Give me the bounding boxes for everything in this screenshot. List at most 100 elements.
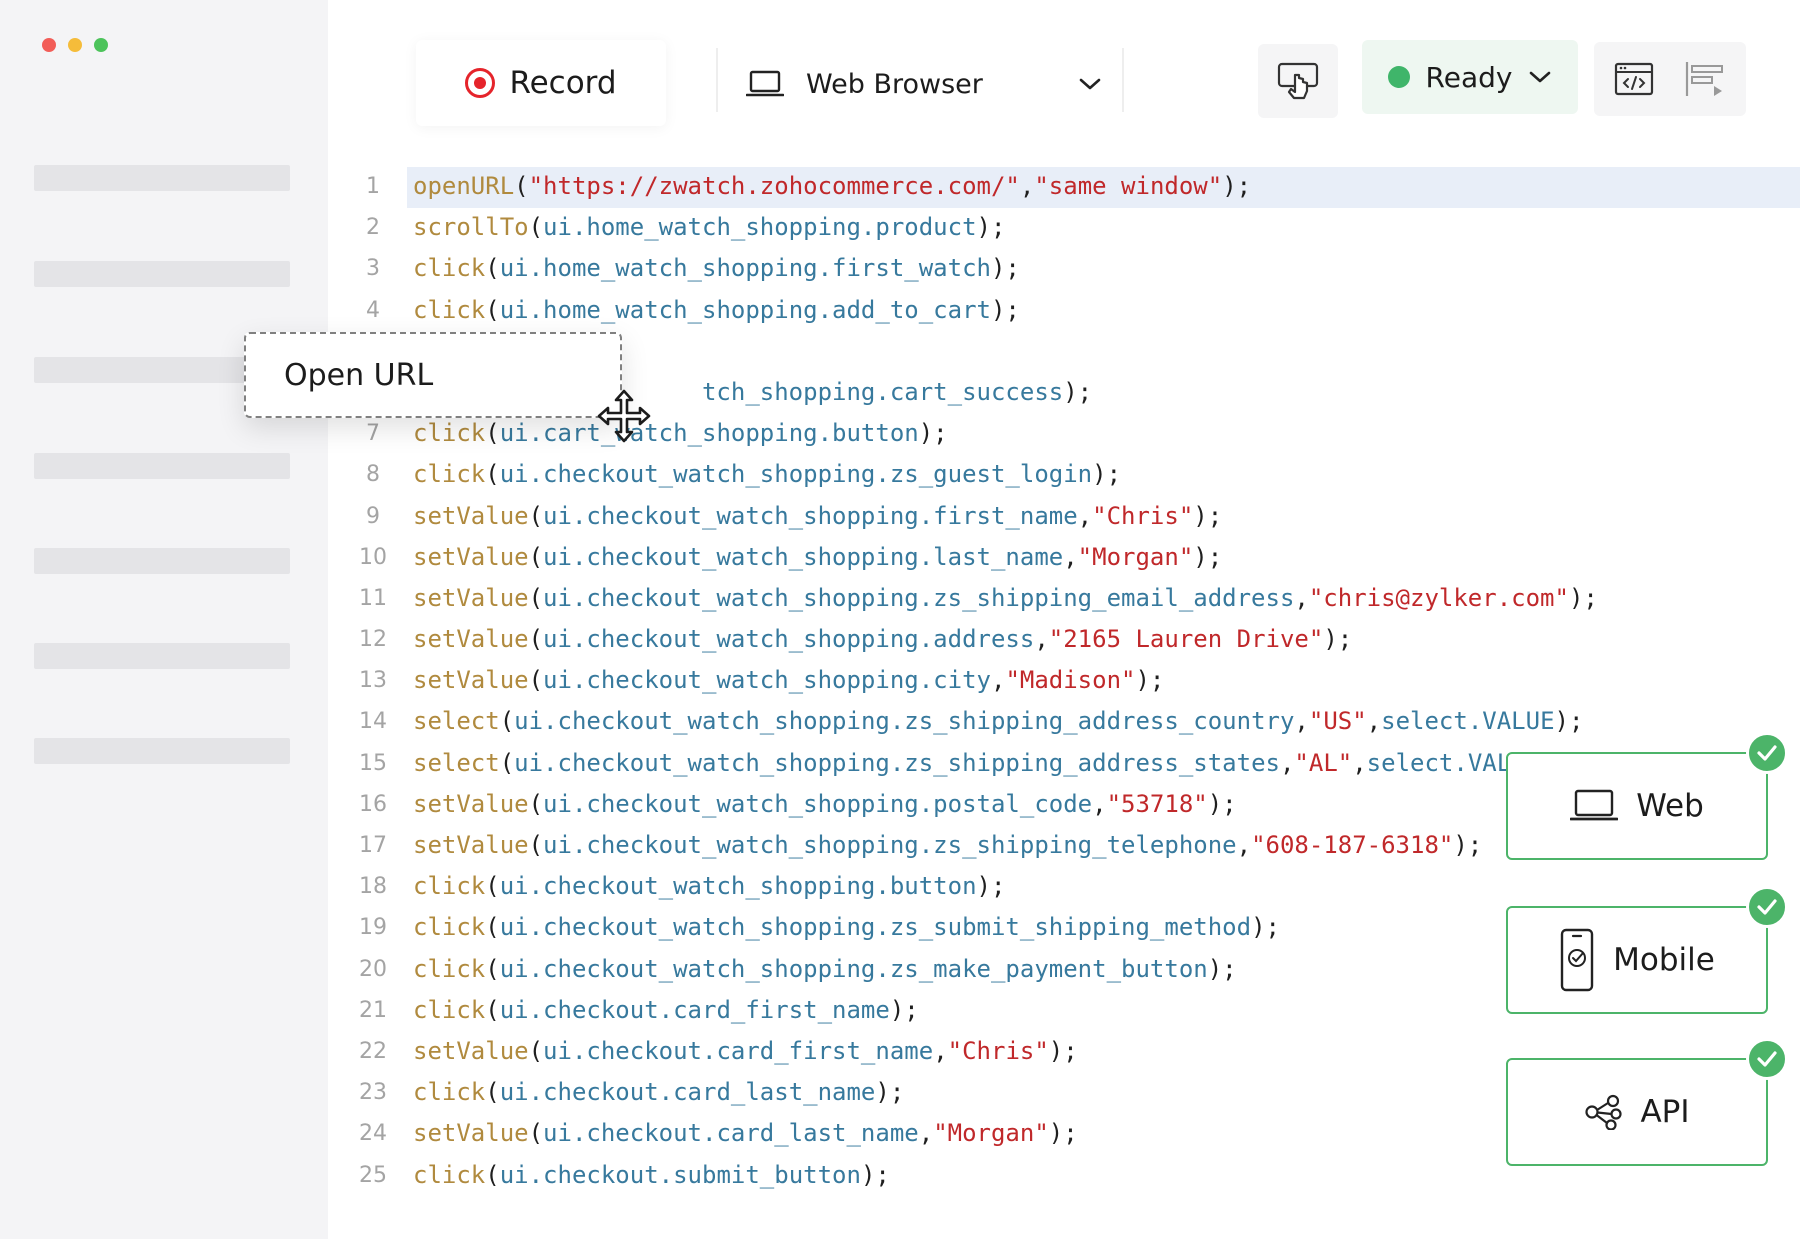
line-number: 7 [366,421,380,447]
code-token: ( [485,1078,500,1107]
open-url-drag-card[interactable]: Open URL [244,332,622,418]
code-function-token: scrollTo [413,213,529,242]
platform-label-web: Web [1636,788,1704,824]
code-token: ); [990,295,1020,324]
close-window-dot[interactable] [42,38,56,52]
code-token: ( [485,419,500,448]
code-token: ( [528,213,544,242]
code-text: openURL("https://zwatch.zohocommerce.com… [413,166,1251,207]
sidebar-placeholder-item[interactable] [34,738,290,764]
line-number: 16 [359,791,387,817]
code-token: ( [499,748,515,777]
platform-card-mobile[interactable]: Mobile [1506,886,1788,1014]
code-token: "US" [1308,707,1367,736]
code-token: ( [528,666,544,695]
code-token: "Morgan" [933,1119,1049,1148]
code-function-token: select [413,707,500,736]
code-text: click(ui.checkout.card_last_name); [413,1072,904,1113]
move-icon[interactable] [596,388,652,444]
pointer-click-button[interactable] [1258,44,1338,118]
code-token: , [1236,831,1252,859]
code-text: click(ui.checkout_watch_shopping.zs_make… [413,949,1237,990]
laptop-icon [746,70,784,97]
minimize-window-dot[interactable] [68,38,82,52]
window-controls [42,38,108,52]
code-text: select(ui.checkout_watch_shopping.zs_shi… [413,743,1526,784]
code-token: ); [1453,831,1483,859]
code-text: click(ui.checkout.submit_button); [413,1155,890,1196]
status-label: Ready [1425,60,1513,94]
code-token: "Morgan" [1077,542,1194,571]
code-token: ui.home_watch_shopping.add_to_cart [499,295,991,324]
open-url-label: Open URL [284,357,434,393]
sidebar-placeholder-item[interactable] [34,165,290,191]
sidebar-placeholder-item[interactable] [34,548,290,574]
code-text: click(ui.home_watch_shopping.first_watch… [413,248,1020,289]
code-editor[interactable]: 1 openURL("https://zwatch.zohocommerce.co… [0,166,1800,1196]
laptop-icon [1570,789,1619,821]
code-token: ui.checkout_watch_shopping.zs_shipping_a… [514,707,1295,736]
sidebar-placeholder-item[interactable] [34,261,290,287]
status-dropdown[interactable]: Ready [1362,40,1578,114]
code-token: ); [1048,1036,1078,1065]
record-button[interactable]: Record [416,40,666,126]
code-function-token: click [413,872,486,901]
line-number: 2 [366,215,380,241]
platform-card-api[interactable]: API [1506,1038,1788,1166]
maximize-window-dot[interactable] [94,38,108,52]
code-token: ); [1207,954,1237,983]
code-token: tch_shopping.cart_success [701,377,1064,406]
sidebar-placeholder-item[interactable] [34,453,290,479]
code-line[interactable]: 1 openURL("https://zwatch.zohocommerce.co… [0,166,1800,207]
code-function-token: click [413,913,486,942]
code-token: , [1279,748,1295,777]
browser-select[interactable]: Web Browser [746,52,1102,116]
record-label: Record [509,65,617,101]
code-view-button[interactable] [1604,50,1664,108]
line-number: 11 [359,585,387,611]
code-token: "chris@zylker.com" [1308,583,1569,612]
code-token: ( [485,460,500,489]
code-token: "Chris" [1092,501,1194,530]
line-number: 12 [359,627,387,653]
code-token: "53718" [1106,789,1208,818]
sidebar-placeholder-item[interactable] [34,643,290,669]
code-function-token: setValue [413,625,529,654]
steps-view-button[interactable] [1674,50,1736,108]
line-number: 18 [359,874,387,900]
code-token: , [1294,583,1309,612]
code-text: setValue(ui.checkout.card_last_name,"Mor… [413,1113,1078,1154]
code-token: ); [1048,1119,1078,1148]
code-line[interactable]: tch_shopping.cart_success); [0,372,1800,413]
code-token: ); [990,254,1020,283]
line-number: 1 [366,174,380,199]
code-token: , [1294,707,1309,736]
code-function-token: setValue [413,1119,529,1148]
platform-card-web[interactable]: Web [1506,732,1788,860]
code-view-icon [1614,62,1654,96]
code-text: tch_shopping.cart_success); [413,372,1092,413]
code-token: ); [976,213,1006,242]
